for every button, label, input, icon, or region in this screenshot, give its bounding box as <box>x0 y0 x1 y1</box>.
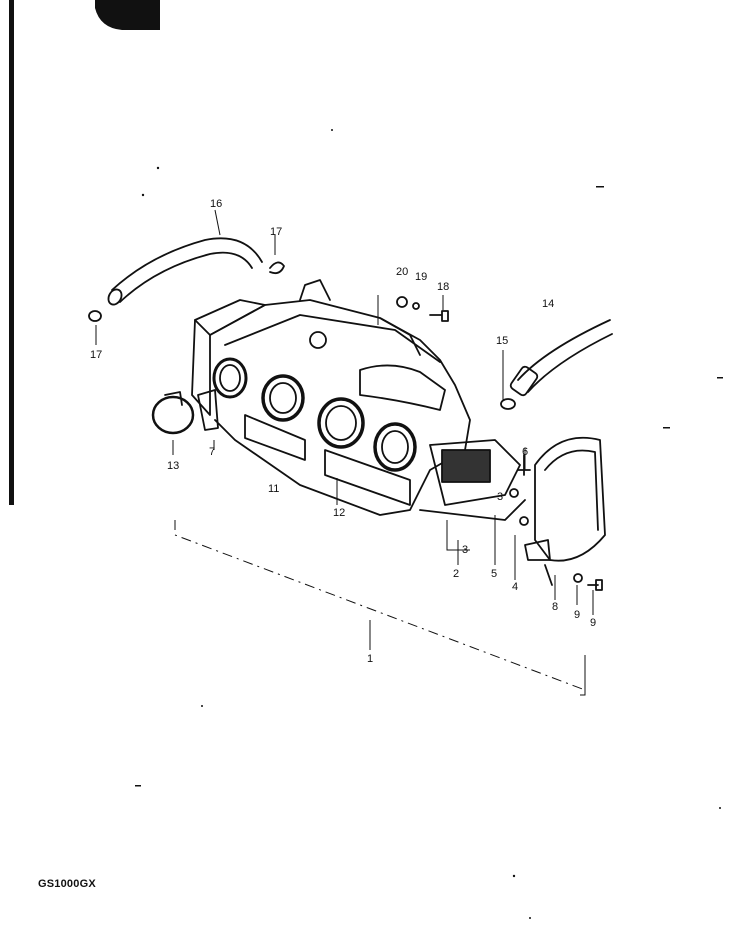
callout-3b: 3 <box>497 491 503 503</box>
callout-14: 14 <box>542 298 554 310</box>
drain-hose-clamp <box>500 398 516 410</box>
stud-6 <box>517 454 531 476</box>
scan-specks <box>135 129 723 919</box>
hose-clamp-right <box>269 261 285 275</box>
header-fragment <box>95 0 160 30</box>
fasteners <box>396 296 603 591</box>
callout-19: 19 <box>415 271 427 283</box>
callout-12: 12 <box>333 507 345 519</box>
callout-17a: 17 <box>90 349 102 361</box>
leader-lines <box>95 209 594 696</box>
bolt-18 <box>429 310 449 322</box>
washer-19 <box>412 302 420 310</box>
page-binding-bar <box>9 0 14 505</box>
air-cleaner-case <box>191 279 526 521</box>
callout-18: 18 <box>437 281 449 293</box>
callout-4: 4 <box>512 581 518 593</box>
model-code: GS1000GX <box>38 878 96 890</box>
funnel-clamp <box>151 395 195 435</box>
hose-clamp-left <box>88 310 102 322</box>
callout-15: 15 <box>496 335 508 347</box>
callout-9b: 9 <box>590 617 596 629</box>
crankcase-breather-hose <box>88 237 285 322</box>
bolt-9 <box>587 579 603 591</box>
callout-6: 6 <box>522 446 528 458</box>
callout-11: 11 <box>268 483 279 495</box>
washer-3 <box>509 488 519 498</box>
intake-funnels <box>212 357 417 472</box>
drain-hose <box>500 319 613 410</box>
callout-13: 13 <box>167 460 179 472</box>
callout-7: 7 <box>209 446 215 458</box>
callout-8: 8 <box>552 601 558 613</box>
mount-boss <box>309 331 327 349</box>
side-cover <box>524 436 606 586</box>
washer-20 <box>396 296 408 308</box>
nut-5 <box>519 516 529 526</box>
callout-17b: 17 <box>270 226 282 238</box>
callout-16: 16 <box>210 198 222 210</box>
callout-5: 5 <box>491 568 497 580</box>
clamp-screw <box>164 391 183 406</box>
callout-9a: 9 <box>574 609 580 621</box>
callout-3: 3 <box>462 544 468 556</box>
callout-1: 1 <box>367 653 373 665</box>
callout-2: 2 <box>453 568 459 580</box>
bracket-7 <box>197 389 219 431</box>
washer-9 <box>573 573 583 583</box>
callout-20: 20 <box>396 266 408 278</box>
filter-element <box>441 449 491 483</box>
callout-labels: 1 2 3 3 4 5 6 7 8 9 9 11 12 13 14 15 16 … <box>90 198 596 665</box>
